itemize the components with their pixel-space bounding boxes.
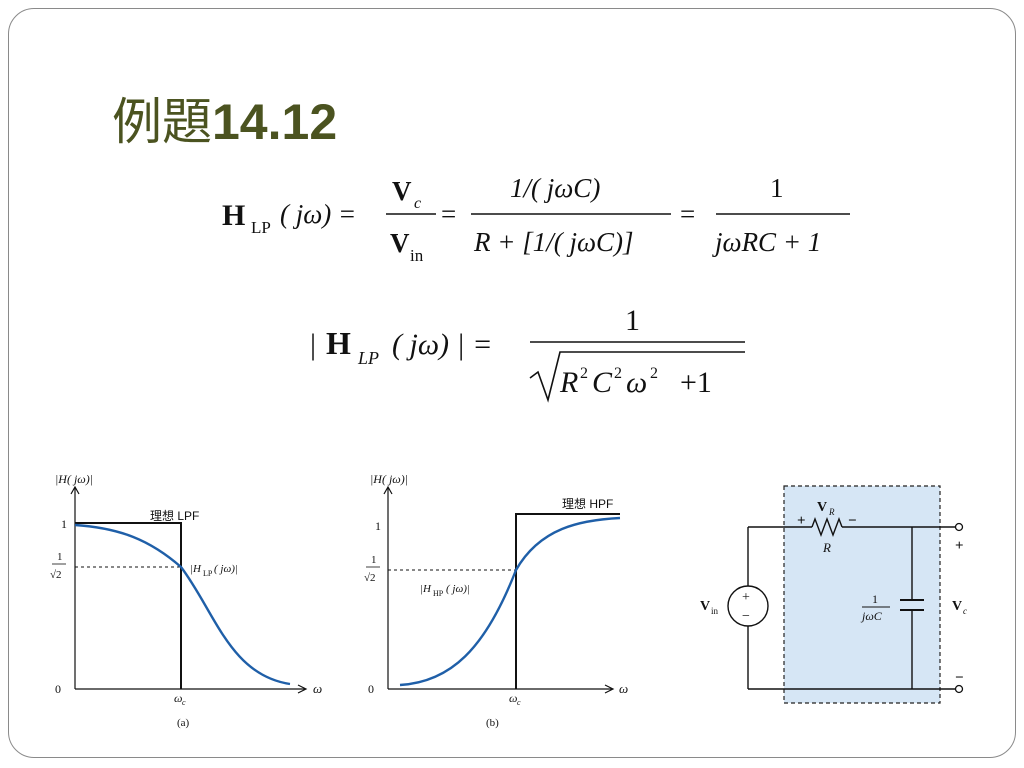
label-out-plus: +: [955, 538, 964, 554]
eq1-frac1-num: V: [392, 176, 412, 206]
plot-b-xaxis-label: ω: [619, 681, 628, 696]
plot-a-curve-label: |H: [190, 563, 202, 575]
eq1-equals-a: =: [441, 199, 456, 229]
plot-a-ideal-label: 理想 LPF: [150, 508, 199, 523]
eq2-den-w: ω: [626, 366, 647, 399]
circuit-shaded-box: [783, 485, 941, 704]
label-r: R: [822, 540, 831, 555]
plot-b-tick-half-num: 1: [371, 554, 377, 566]
eq1-arg: ( jω) =: [280, 199, 356, 229]
plot-a-tick-0: 0: [55, 682, 61, 696]
source-plus: +: [742, 590, 750, 605]
equation-magnitude: | H LP ( jω) | = 1 R 2 C 2 ω 2 +1: [310, 304, 745, 403]
label-vin-sub: in: [711, 606, 719, 616]
label-out-minus: −: [955, 670, 964, 686]
plot-a-xtick-wc: ω: [174, 691, 182, 705]
eq2-arg: ( jω) | =: [392, 328, 493, 361]
terminal-bottom: [954, 684, 964, 694]
plot-b-tick-0: 0: [368, 682, 374, 696]
label-vr: V: [817, 500, 827, 515]
eq1-frac2-den: R + [1/( jωC)]: [473, 227, 634, 257]
plot-b-ylabel: |H( jω)|: [370, 472, 408, 486]
eq2-den-R: R: [559, 366, 578, 399]
label-cap-den: jωC: [860, 609, 883, 623]
label-cap-num: 1: [872, 592, 878, 606]
label-vc-sub: c: [963, 606, 967, 616]
plot-a-xaxis-label: ω: [313, 681, 322, 696]
eq1-H: H: [222, 199, 245, 232]
plot-a-xaxis-arrow: [297, 684, 308, 694]
plot-b-tick-1: 1: [375, 519, 381, 533]
plot-b-xtick-wc: ω: [509, 691, 517, 705]
plot-b-actual-curve: [399, 516, 621, 687]
label-r-plus: +: [797, 513, 806, 529]
eq1-frac3-den: jωRC + 1: [712, 227, 821, 257]
plot-highpass: |H( jω)| 1 1 √2 0 理想 HPF |H HP ( jω)| ω …: [364, 472, 628, 729]
title-cjk: 例題: [112, 93, 212, 151]
eq2-bar-left: |: [310, 328, 316, 361]
plot-a-ylabel: |H( jω)|: [55, 472, 93, 486]
plot-a-tick-1: 1: [61, 517, 67, 531]
eq2-num: 1: [625, 304, 640, 337]
eq2-sup-C: 2: [614, 365, 622, 382]
plot-a-curve-label-arg: ( jω)|: [214, 563, 238, 575]
eq2-den-C: C: [592, 366, 613, 399]
plot-a-xtick-wc-sub: c: [182, 698, 186, 707]
plot-a-yaxis-arrow: [70, 485, 80, 495]
plot-b-caption: (b): [486, 717, 499, 729]
source-minus: −: [742, 609, 750, 624]
plot-b-xaxis-arrow: [604, 684, 615, 694]
plot-lowpass: |H( jω)| 1 1 √2 0 理想 LPF |H LP ( jω)| ω …: [50, 472, 322, 729]
eq1-frac1-den-sub: in: [410, 246, 424, 265]
plot-b-tick-half-den: √2: [364, 572, 376, 584]
plot-a-tick-half-num: 1: [57, 551, 63, 563]
title-number: 14.12: [212, 94, 338, 150]
plot-a-tick-half-den: √2: [50, 569, 62, 581]
plot-b-ideal-label: 理想 HPF: [562, 496, 613, 511]
eq2-sqrt-sign: [529, 351, 745, 403]
terminal-top: [954, 522, 964, 532]
plot-a-actual-curve: [74, 523, 291, 686]
eq2-sub: LP: [357, 348, 379, 368]
plot-a-caption: (a): [177, 717, 190, 729]
resistor-symbol: [811, 517, 843, 537]
plot-b-curve-label-arg: ( jω)|: [446, 583, 470, 595]
plot-a-curve-label-sub: LP: [203, 569, 213, 578]
eq2-sup-w: 2: [650, 365, 658, 382]
eq2-sup-R: 2: [580, 365, 588, 382]
plot-b-xtick-wc-sub: c: [517, 698, 521, 707]
plot-b-ideal-response: [515, 513, 620, 689]
eq2-H: H: [326, 325, 351, 361]
voltage-source: [727, 585, 769, 627]
rc-circuit: + − V R + − R V in 1 jωC V c + −: [700, 485, 967, 704]
plot-b-yaxis-arrow: [383, 485, 393, 495]
label-vr-sub: R: [828, 507, 835, 517]
label-vin: V: [700, 599, 710, 614]
eq1-equals-b: =: [680, 199, 695, 229]
plot-b-curve-label-sub: HP: [433, 589, 444, 598]
eq1-frac3-num: 1: [770, 173, 784, 203]
label-r-minus: −: [848, 513, 857, 529]
slide-title: 例題14.12: [112, 82, 337, 154]
eq2-den-plus: +1: [680, 366, 712, 399]
eq1-frac1-den: V: [390, 228, 410, 258]
eq1-H-sub: LP: [251, 218, 271, 237]
eq1-frac1-num-sub: c: [414, 195, 421, 212]
label-vc: V: [952, 599, 962, 614]
equation-transfer-function: H LP ( jω) = V c V in = 1/( jωC) R + [1/…: [222, 173, 850, 265]
plot-a-ideal-response: [75, 522, 182, 689]
plot-b-curve-label: |H: [420, 583, 432, 595]
eq1-frac2-num: 1/( jωC): [510, 173, 600, 203]
